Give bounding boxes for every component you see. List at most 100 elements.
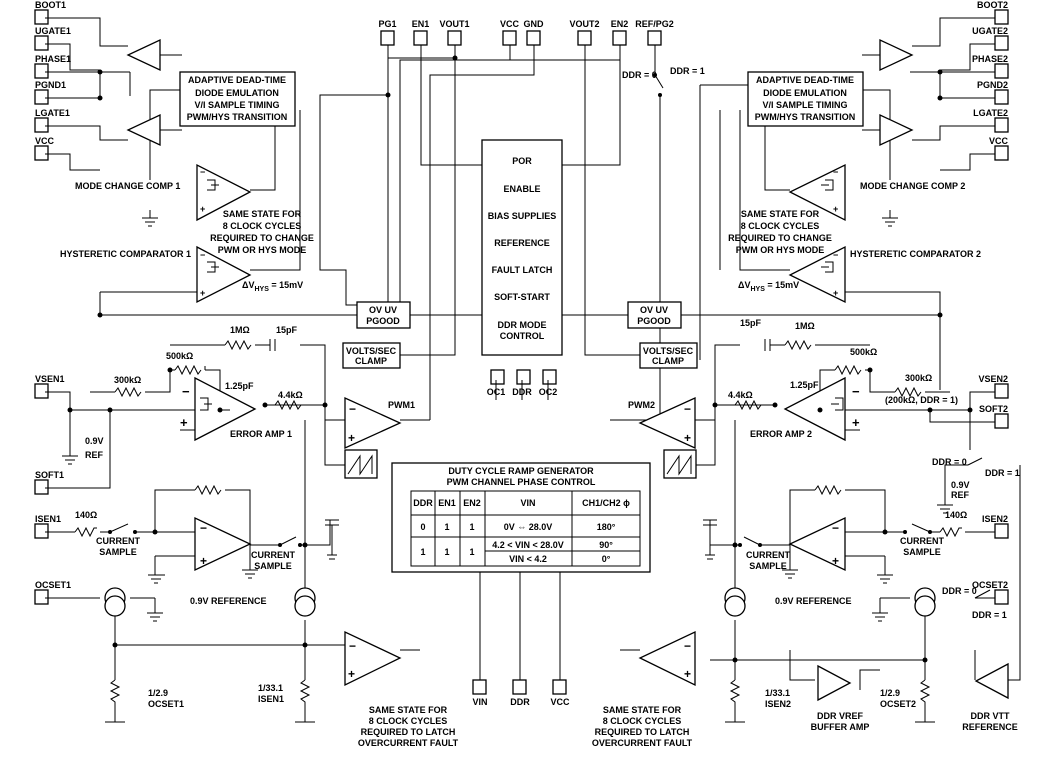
svg-text:500kΩ: 500kΩ xyxy=(850,347,877,357)
comparator-fet-icon-3 xyxy=(821,179,834,191)
svg-text:+: + xyxy=(348,667,355,681)
svg-text:+: + xyxy=(832,554,839,568)
comparator-fet-icon-4 xyxy=(821,261,834,273)
svg-text:8 CLOCK CYCLES: 8 CLOCK CYCLES xyxy=(223,221,302,231)
volts-sec-clamp-2 xyxy=(639,342,698,369)
pin-label-vin-b: VIN xyxy=(472,697,487,707)
svg-text:REQUIRED TO LATCH: REQUIRED TO LATCH xyxy=(595,727,690,737)
clamp-label-2b: CLAMP xyxy=(652,356,684,366)
resistor-isen1 xyxy=(299,679,311,722)
pin-isen1 xyxy=(34,523,49,539)
resistor-1m-2 xyxy=(784,339,812,351)
passives xyxy=(62,55,991,723)
th-vin: VIN xyxy=(520,498,535,508)
svg-text:8 CLOCK CYCLES: 8 CLOCK CYCLES xyxy=(741,221,820,231)
pin-label-pgnd2: PGND2 xyxy=(977,80,1008,90)
svg-text:500kΩ: 500kΩ xyxy=(166,351,193,361)
svg-text:BIAS SUPPLIES: BIAS SUPPLIES xyxy=(488,211,557,221)
pin-label-gnd: GND xyxy=(524,19,545,29)
svg-text:DDR = 1: DDR = 1 xyxy=(985,468,1020,478)
svg-text:DDR = 0: DDR = 0 xyxy=(942,586,977,596)
clamp-label-1a: VOLTS/SEC xyxy=(346,346,397,356)
svg-text:REFERENCE: REFERENCE xyxy=(494,238,550,248)
svg-text:−: − xyxy=(684,402,691,416)
resistor-500k-2 xyxy=(834,364,862,376)
svg-text:REFERENCE: REFERENCE xyxy=(962,722,1018,732)
svg-text:+: + xyxy=(180,415,188,430)
svg-text:PWM2: PWM2 xyxy=(628,400,655,410)
pin-label-vcc-r: VCC xyxy=(989,136,1009,146)
svg-text:4.4kΩ: 4.4kΩ xyxy=(278,390,303,400)
pin-pg1 xyxy=(380,30,395,46)
clamp-label-1b: CLAMP xyxy=(355,356,387,366)
labels: MODE CHANGE COMP 1 MODE CHANGE COMP 2 SA… xyxy=(60,66,1020,748)
deadtime-block-2 xyxy=(747,71,864,127)
pin-label-vcc-t: VCC xyxy=(500,19,520,29)
pin-vout2 xyxy=(577,30,592,46)
pin-label-phase2: PHASE2 xyxy=(972,54,1008,64)
pgood-label-1: PGOOD xyxy=(366,316,400,326)
pin-label-vcc-b: VCC xyxy=(550,697,570,707)
svg-text:−: − xyxy=(852,384,860,399)
pin-vcc-b xyxy=(552,679,567,695)
svg-text:SAME STATE FOR: SAME STATE FOR xyxy=(603,705,682,715)
pin-soft2 xyxy=(994,413,1009,429)
svg-text:0.9V REFERENCE: 0.9V REFERENCE xyxy=(775,596,852,606)
pwm-comp-1 xyxy=(344,396,402,450)
pin-gnd xyxy=(526,30,541,46)
th-phase: CH1/CH2 ϕ xyxy=(582,498,630,508)
pin-ugate2 xyxy=(994,35,1009,51)
svg-text:8 CLOCK CYCLES: 8 CLOCK CYCLES xyxy=(369,716,448,726)
erramp-fet-icon-1 xyxy=(200,397,212,411)
svg-text:DDR = 1: DDR = 1 xyxy=(670,66,705,76)
svg-text:FAULT LATCH: FAULT LATCH xyxy=(492,265,553,275)
pin-phase1 xyxy=(34,63,49,79)
ramp-title-2: PWM CHANNEL PHASE CONTROL xyxy=(447,477,596,487)
svg-text:OVERCURRENT FAULT: OVERCURRENT FAULT xyxy=(358,738,459,748)
pin-label-vsen2: VSEN2 xyxy=(978,374,1008,384)
pin-ddr xyxy=(516,369,531,385)
pin-pgnd2 xyxy=(994,89,1009,105)
pin-label-phase1: PHASE1 xyxy=(35,54,71,64)
pin-phase2 xyxy=(994,63,1009,79)
pin-oc2 xyxy=(542,369,557,385)
svg-text:DDR = 0: DDR = 0 xyxy=(622,70,657,80)
pin-vsen2 xyxy=(994,383,1009,399)
dvhys-label-1: ΔVHYS = 15mV xyxy=(242,280,303,293)
pin-ocset2 xyxy=(994,589,1009,605)
svg-text:+: + xyxy=(833,288,838,298)
table-cell: 1 xyxy=(469,547,474,557)
svg-text:1/33.1: 1/33.1 xyxy=(258,683,283,693)
svg-text:+: + xyxy=(200,288,205,298)
svg-text:CURRENT: CURRENT xyxy=(900,536,945,546)
clamp-label-2a: VOLTS/SEC xyxy=(643,346,694,356)
pin-label-boot1: BOOT1 xyxy=(35,0,66,10)
ovuv-label-1: OV UV xyxy=(369,305,397,315)
svg-text:CURRENT: CURRENT xyxy=(746,550,791,560)
ugate-driver-2 xyxy=(879,38,914,72)
resistor-ocset2 xyxy=(919,679,931,722)
svg-text:+: + xyxy=(684,667,691,681)
pin-label-vsen1: VSEN1 xyxy=(35,374,65,384)
svg-text:+: + xyxy=(348,431,355,445)
svg-text:300kΩ: 300kΩ xyxy=(905,373,932,383)
volts-sec-clamp-1 xyxy=(342,342,401,369)
center-control-text: POR ENABLE BIAS SUPPLIES REFERENCE FAULT… xyxy=(488,156,557,341)
pin-vcc-t xyxy=(502,30,517,46)
svg-text:SOFT-START: SOFT-START xyxy=(494,292,550,302)
pin-label-vcc-l: VCC xyxy=(35,136,55,146)
svg-text:CONTROL: CONTROL xyxy=(500,331,545,341)
pin-label-isen2: ISEN2 xyxy=(982,514,1008,524)
svg-text:REQUIRED TO CHANGE: REQUIRED TO CHANGE xyxy=(210,233,314,243)
svg-text:DIODE EMULATION: DIODE EMULATION xyxy=(763,88,847,98)
svg-text:15pF: 15pF xyxy=(740,318,762,328)
svg-text:0.9V REFERENCE: 0.9V REFERENCE xyxy=(190,596,267,606)
th-ddr: DDR xyxy=(413,498,433,508)
pin-label-pgnd1: PGND1 xyxy=(35,80,66,90)
switch-icon-ddr-soft xyxy=(967,457,983,466)
svg-text:−: − xyxy=(684,639,691,653)
svg-text:DDR VTT: DDR VTT xyxy=(971,711,1010,721)
pin-refpg2 xyxy=(647,30,662,46)
hyst2-label: HYSTERETIC COMPARATOR 2 xyxy=(850,249,981,259)
